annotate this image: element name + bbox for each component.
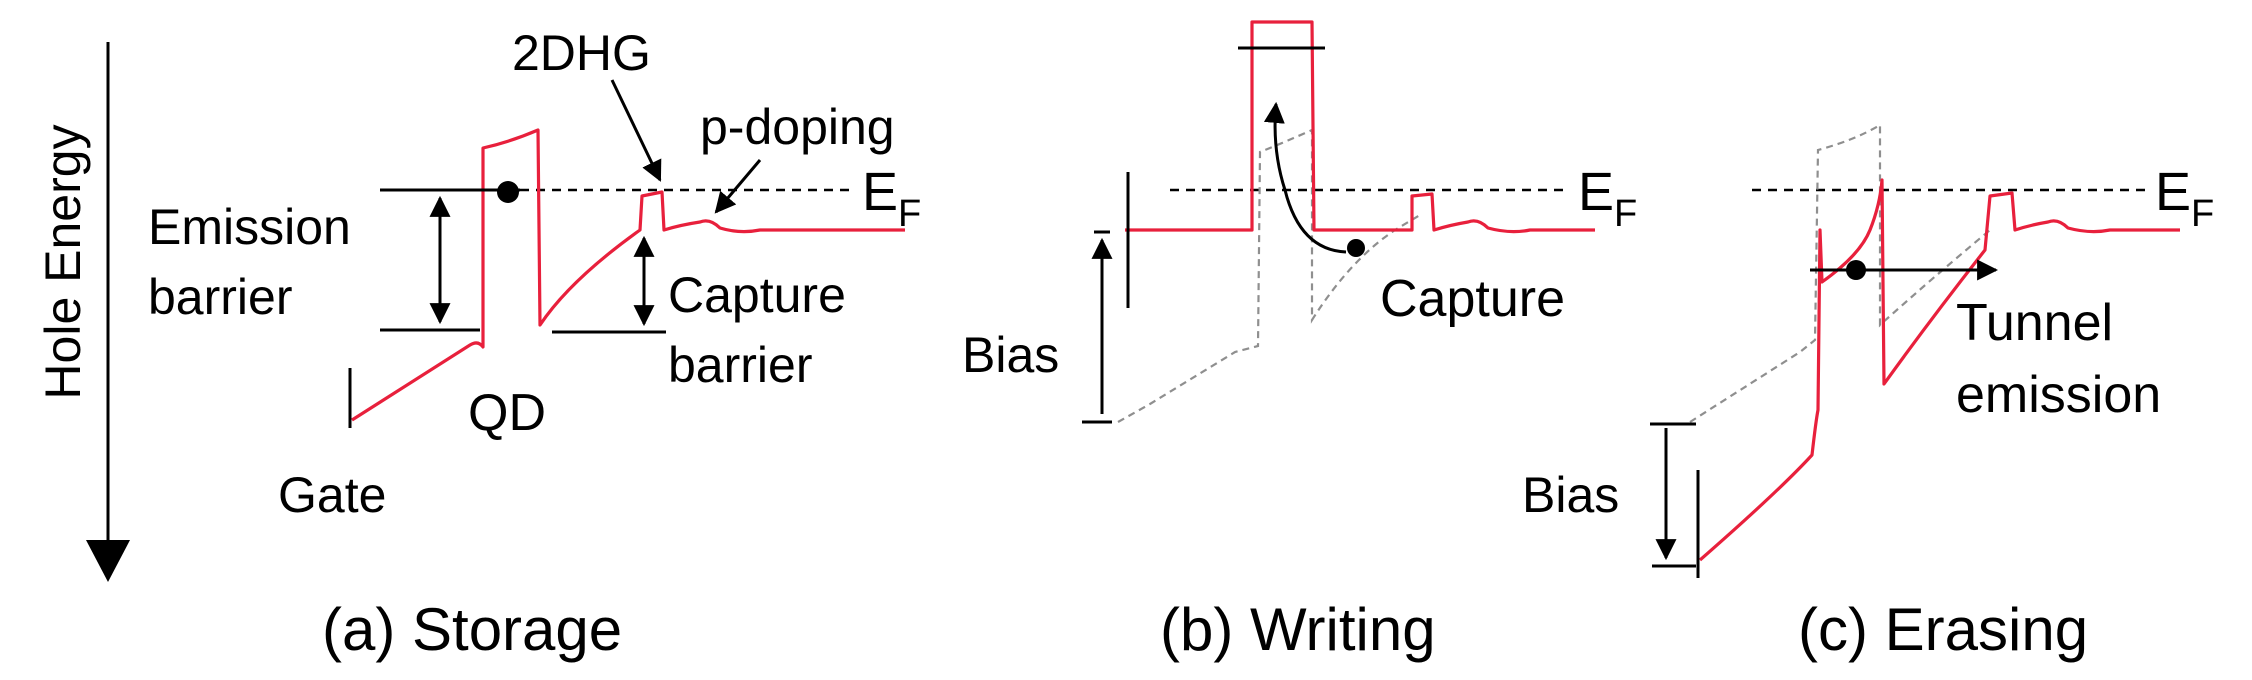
emission-label-line1: Emission — [148, 199, 351, 255]
fermi-label: EF — [862, 162, 921, 235]
twodhg-label: 2DHG — [512, 25, 651, 81]
caption-storage: (a) Storage — [322, 596, 622, 663]
hole-dot — [1347, 239, 1365, 257]
valence-band-profile — [1125, 20, 1595, 234]
capture-label-line1: Capture — [668, 267, 846, 323]
panel-writing: EF Bias Capture (b) Writing — [962, 20, 1637, 663]
panel-erasing: EF Bias Tunnel emission (c) Erasing — [1522, 123, 2214, 663]
panel-storage: EF Emission barrier Capture barrier 2DHG… — [148, 25, 921, 663]
valence-band-profile — [351, 128, 905, 422]
hole-energy-axis: Hole Energy — [35, 42, 130, 582]
axis-label: Hole Energy — [35, 124, 91, 399]
emission-label-line2: barrier — [148, 269, 292, 325]
hole-dot — [497, 181, 519, 203]
capture-label: Capture — [1380, 270, 1565, 328]
caption-erasing: (c) Erasing — [1798, 596, 2088, 663]
valence-band-profile — [1698, 178, 2180, 562]
twodhg-pointer — [610, 79, 662, 182]
gate-label: Gate — [278, 467, 386, 523]
qd-label: QD — [468, 384, 546, 442]
bias-label: Bias — [962, 327, 1059, 383]
unbiased-profile-ghost — [1117, 128, 1421, 423]
tunnel-label-line2: emission — [1956, 366, 2161, 424]
capture-path-arrow — [1263, 101, 1347, 254]
pdoping-label: p-doping — [700, 99, 895, 155]
capture-label-line2: barrier — [668, 337, 812, 393]
fermi-label: EF — [1578, 162, 1637, 235]
fermi-label: EF — [2155, 162, 2214, 235]
arrow-down-icon — [86, 540, 130, 582]
caption-writing: (b) Writing — [1160, 596, 1436, 663]
pdoping-pointer — [714, 159, 762, 214]
unbiased-profile-ghost — [1689, 123, 1991, 423]
tunnel-label-line1: Tunnel — [1956, 294, 2113, 352]
bias-label: Bias — [1522, 467, 1619, 523]
